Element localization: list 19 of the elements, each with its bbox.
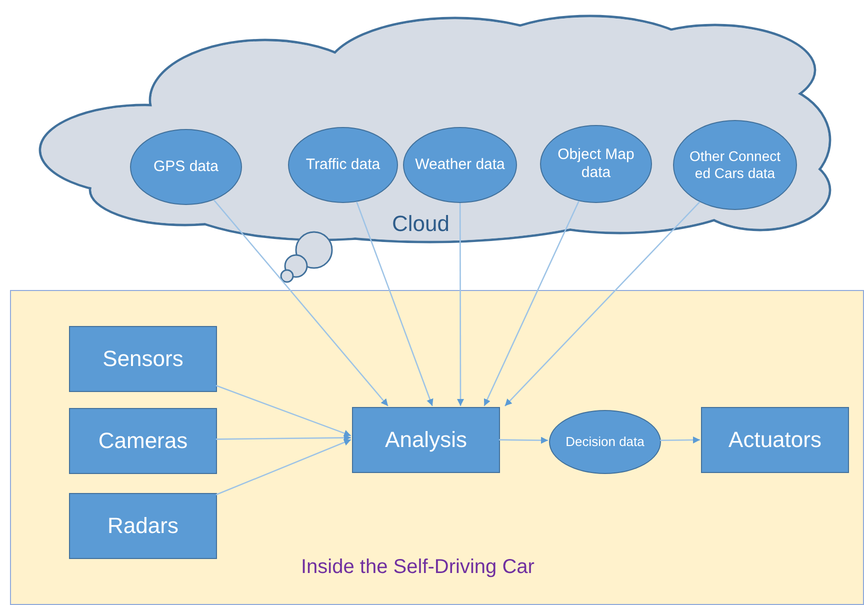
cloud-label: Cloud xyxy=(392,211,450,237)
arrow xyxy=(484,200,580,406)
arrow xyxy=(504,202,700,406)
arrow xyxy=(213,200,388,406)
arrow xyxy=(356,202,434,406)
data-ellipse: Decision data xyxy=(549,410,661,474)
process-box: Analysis xyxy=(352,407,500,473)
arrow xyxy=(660,436,700,444)
process-box: Sensors xyxy=(69,326,217,392)
process-box: Actuators xyxy=(701,407,849,473)
panel-title: Inside the Self-Driving Car xyxy=(301,556,534,579)
arrow xyxy=(457,203,464,406)
arrow xyxy=(499,436,548,444)
process-box: Cameras xyxy=(69,408,217,474)
arrow xyxy=(216,439,352,496)
car-panel xyxy=(10,290,864,605)
process-box: Radars xyxy=(69,493,217,559)
arrow xyxy=(216,434,351,442)
arrow xyxy=(216,384,352,437)
